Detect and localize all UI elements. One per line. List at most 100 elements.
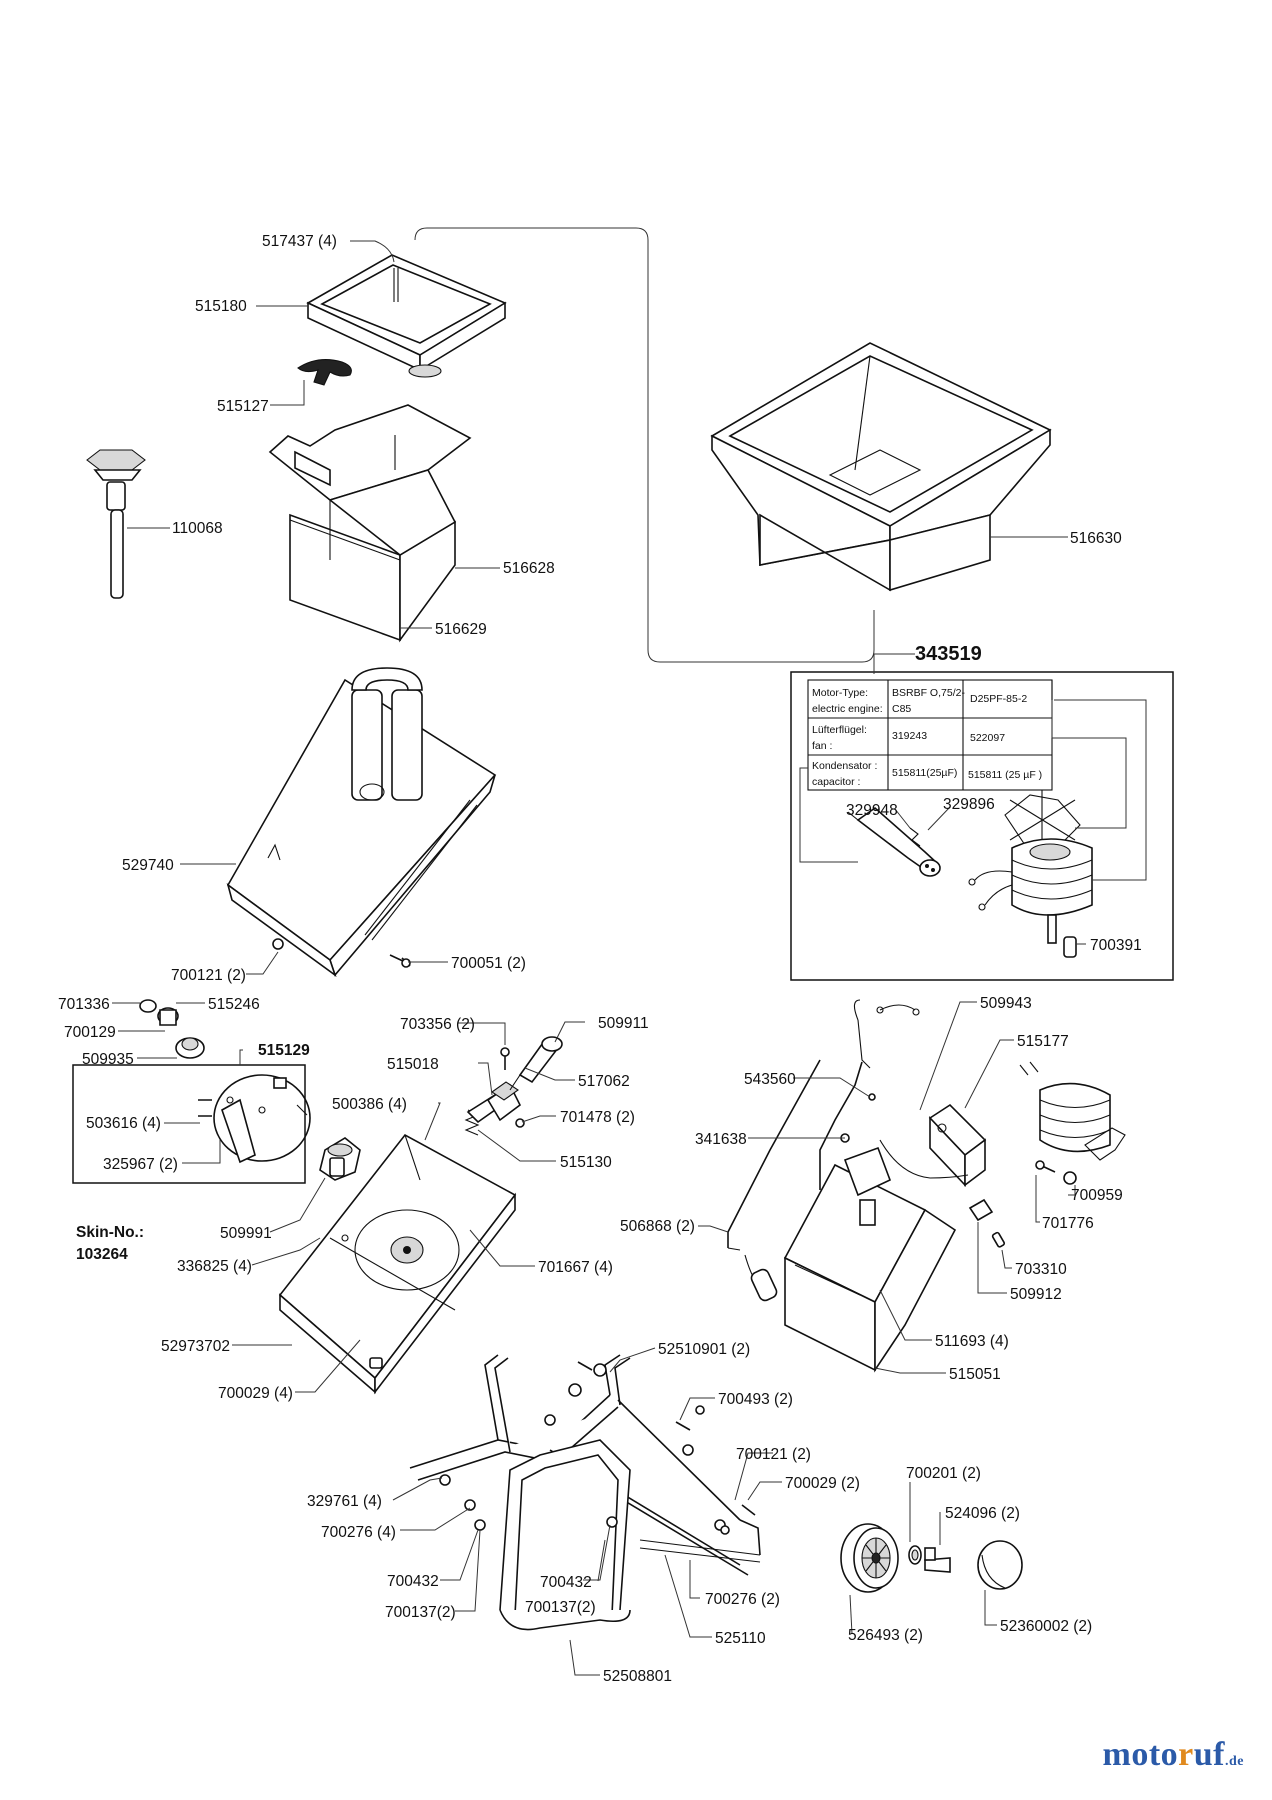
label-703356: 703356 (2) xyxy=(400,1016,475,1033)
lever-515018 xyxy=(466,1081,522,1124)
handle-frame xyxy=(409,1354,761,1631)
tbl-row3-label-en: capacitor : xyxy=(812,776,860,788)
logo-tld: .de xyxy=(1225,1754,1244,1769)
bearing-509991 xyxy=(319,1137,361,1181)
logo-part1: moto xyxy=(1102,1736,1179,1773)
clip-509912 xyxy=(968,1198,994,1222)
label-700029a: 700029 (4) xyxy=(218,1385,293,1402)
axle-bolt-524096 xyxy=(924,1547,951,1573)
gearbox-515051 xyxy=(783,1146,957,1373)
disc-515129 xyxy=(213,1074,311,1164)
label-52360002: 52360002 (2) xyxy=(1000,1618,1092,1635)
tbl-row2-col2: 522097 xyxy=(970,732,1005,744)
label-700129: 700129 xyxy=(64,1024,116,1041)
label-341638: 341638 xyxy=(695,1131,747,1148)
tbl-row1-col1b: C85 xyxy=(892,703,911,715)
leader-lines xyxy=(112,240,1147,1676)
label-517062: 517062 xyxy=(578,1073,630,1090)
base-plate-52973702 xyxy=(278,1133,517,1395)
capacitor-329948 xyxy=(847,806,941,877)
label-517437: 517437 (4) xyxy=(262,233,337,250)
switch-515177 xyxy=(928,1103,987,1188)
label-700391: 700391 xyxy=(1090,937,1142,954)
label-515127: 515127 xyxy=(217,398,269,415)
label-329761: 329761 (4) xyxy=(307,1493,382,1510)
label-515051: 515051 xyxy=(949,1366,1001,1383)
label-511693: 511693 (4) xyxy=(935,1333,1009,1350)
hopper-connection-line xyxy=(414,227,875,663)
label-329896: 329896 xyxy=(943,796,995,813)
label-701336: 701336 xyxy=(58,996,110,1013)
label-500386: 500386 (4) xyxy=(332,1096,407,1113)
label-515129: 515129 xyxy=(258,1042,310,1059)
skin-label-line1: Skin-No.: xyxy=(76,1224,144,1241)
label-700201: 700201 (2) xyxy=(906,1465,981,1482)
housing-529740 xyxy=(226,667,497,978)
tbl-row2-col1: 319243 xyxy=(892,730,927,742)
logo-part3: uf xyxy=(1193,1736,1225,1773)
small-fasteners-handle xyxy=(439,1361,756,1535)
label-509935: 509935 xyxy=(82,1051,134,1068)
label-543560: 543560 xyxy=(744,1071,796,1088)
label-524096: 524096 (2) xyxy=(945,1505,1020,1522)
label-703310: 703310 xyxy=(1015,1261,1067,1278)
label-515177: 515177 xyxy=(1017,1033,1069,1050)
pin-703310 xyxy=(991,1231,1006,1248)
tbl-row1-label-de: Motor-Type: xyxy=(812,687,868,699)
label-700432a: 700432 xyxy=(540,1574,592,1591)
tbl-row3-col1: 515811(25µF) xyxy=(892,767,957,779)
label-516629: 516629 xyxy=(435,621,487,638)
label-516628: 516628 xyxy=(503,560,555,577)
label-701776: 701776 xyxy=(1042,1215,1094,1232)
hub-cap-52360002 xyxy=(977,1540,1023,1590)
label-515018: 515018 xyxy=(387,1056,439,1073)
label-700276b: 700276 (2) xyxy=(705,1591,780,1608)
label-515180: 515180 xyxy=(195,298,247,315)
label-700493: 700493 (2) xyxy=(718,1391,793,1408)
label-516630: 516630 xyxy=(1070,530,1122,547)
motoruf-logo: motoruf.de xyxy=(1103,1736,1244,1774)
label-515130: 515130 xyxy=(560,1154,612,1171)
label-509912: 509912 xyxy=(1010,1286,1062,1303)
tbl-row1-col2: D25PF-85-2 xyxy=(970,693,1027,705)
screw-543560 xyxy=(868,1093,876,1101)
label-503616: 503616 (4) xyxy=(86,1115,161,1132)
label-52508801: 52508801 xyxy=(603,1668,672,1685)
knob-515246 xyxy=(139,999,179,1026)
label-700121b: 700121 (2) xyxy=(736,1446,811,1463)
hopper-lid-515180 xyxy=(306,254,507,378)
handle-knob-110068 xyxy=(86,449,146,599)
label-701667: 701667 (4) xyxy=(538,1259,613,1276)
motor-spec-table xyxy=(807,679,1053,791)
label-700137b: 700137(2) xyxy=(385,1604,456,1621)
stator-700959 xyxy=(1019,1061,1126,1185)
label-700121a: 700121 (2) xyxy=(171,967,246,984)
washer-700201 xyxy=(908,1545,922,1565)
label-515246: 515246 xyxy=(208,996,260,1013)
screw-503616 xyxy=(198,1099,212,1117)
wheel-526493 xyxy=(840,1523,899,1593)
motor-700391 xyxy=(968,790,1093,958)
label-700029b: 700029 (2) xyxy=(785,1475,860,1492)
motor-kit-box xyxy=(790,671,1174,981)
clip-515127 xyxy=(297,359,352,386)
label-529740: 529740 xyxy=(122,857,174,874)
rod-506868 xyxy=(727,1059,821,1248)
skin-label-line2: 103264 xyxy=(76,1246,128,1263)
label-700051: 700051 (2) xyxy=(451,955,526,972)
label-325967: 325967 (2) xyxy=(103,1156,178,1173)
motor-table-text: Motor-Type: electric engine: BSRBF O,75/… xyxy=(812,687,1042,788)
label-700959: 700959 xyxy=(1071,1187,1123,1204)
label-525110: 525110 xyxy=(715,1630,766,1647)
label-509991: 509991 xyxy=(220,1225,272,1242)
label-700432b: 700432 xyxy=(387,1573,439,1590)
nut-700121 xyxy=(272,938,284,950)
tbl-row1-col1a: BSRBF O,75/2- xyxy=(892,687,965,699)
bolt-701776 xyxy=(1035,1160,1056,1173)
knob-509911 xyxy=(509,1036,563,1091)
part-labels: 517437 (4) 515180 515127 110068 516628 5… xyxy=(58,233,1142,1685)
hopper-liner-516628 xyxy=(268,404,472,643)
tbl-row3-label-de: Kondensator : xyxy=(812,760,877,772)
nut-701478 xyxy=(515,1118,525,1128)
